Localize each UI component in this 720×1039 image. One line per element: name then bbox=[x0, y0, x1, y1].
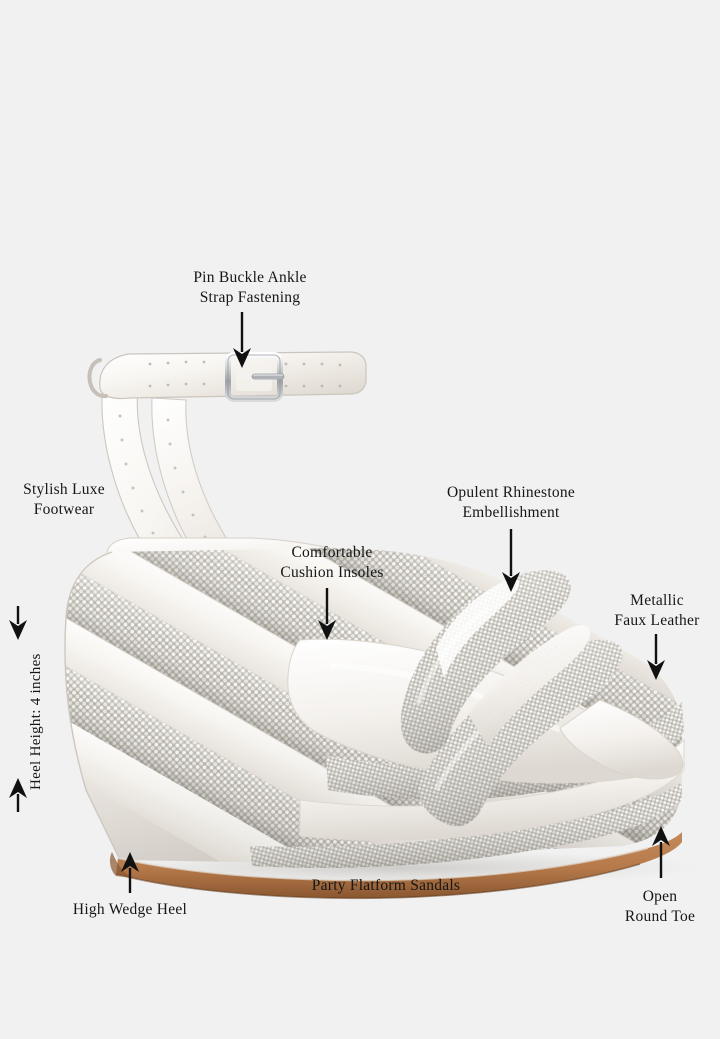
label-high-wedge-heel: High Wedge Heel bbox=[72, 901, 188, 918]
label-pin-buckle-ankle-strap-fastening: Pin Buckle Ankle Strap Fastening bbox=[193, 269, 307, 306]
label-open-round-toe: Open Round Toe bbox=[624, 888, 696, 925]
label-comfortable-cushion-insoles: Comfortable Cushion Insoles bbox=[280, 544, 384, 581]
label-opulent-rhinestone-embellishment: Opulent Rhinestone Embellishment bbox=[446, 484, 576, 521]
label-stylish-luxe-footwear: Stylish Luxe Footwear bbox=[23, 481, 105, 518]
pin-buckle-icon bbox=[225, 352, 285, 402]
label-heel-height: Heel Height: 4 inches bbox=[28, 653, 44, 790]
label-metallic-faux-leather: Metallic Faux Leather bbox=[614, 592, 700, 629]
label-party-flatform-sandals: Party Flatform Sandals bbox=[311, 877, 461, 894]
